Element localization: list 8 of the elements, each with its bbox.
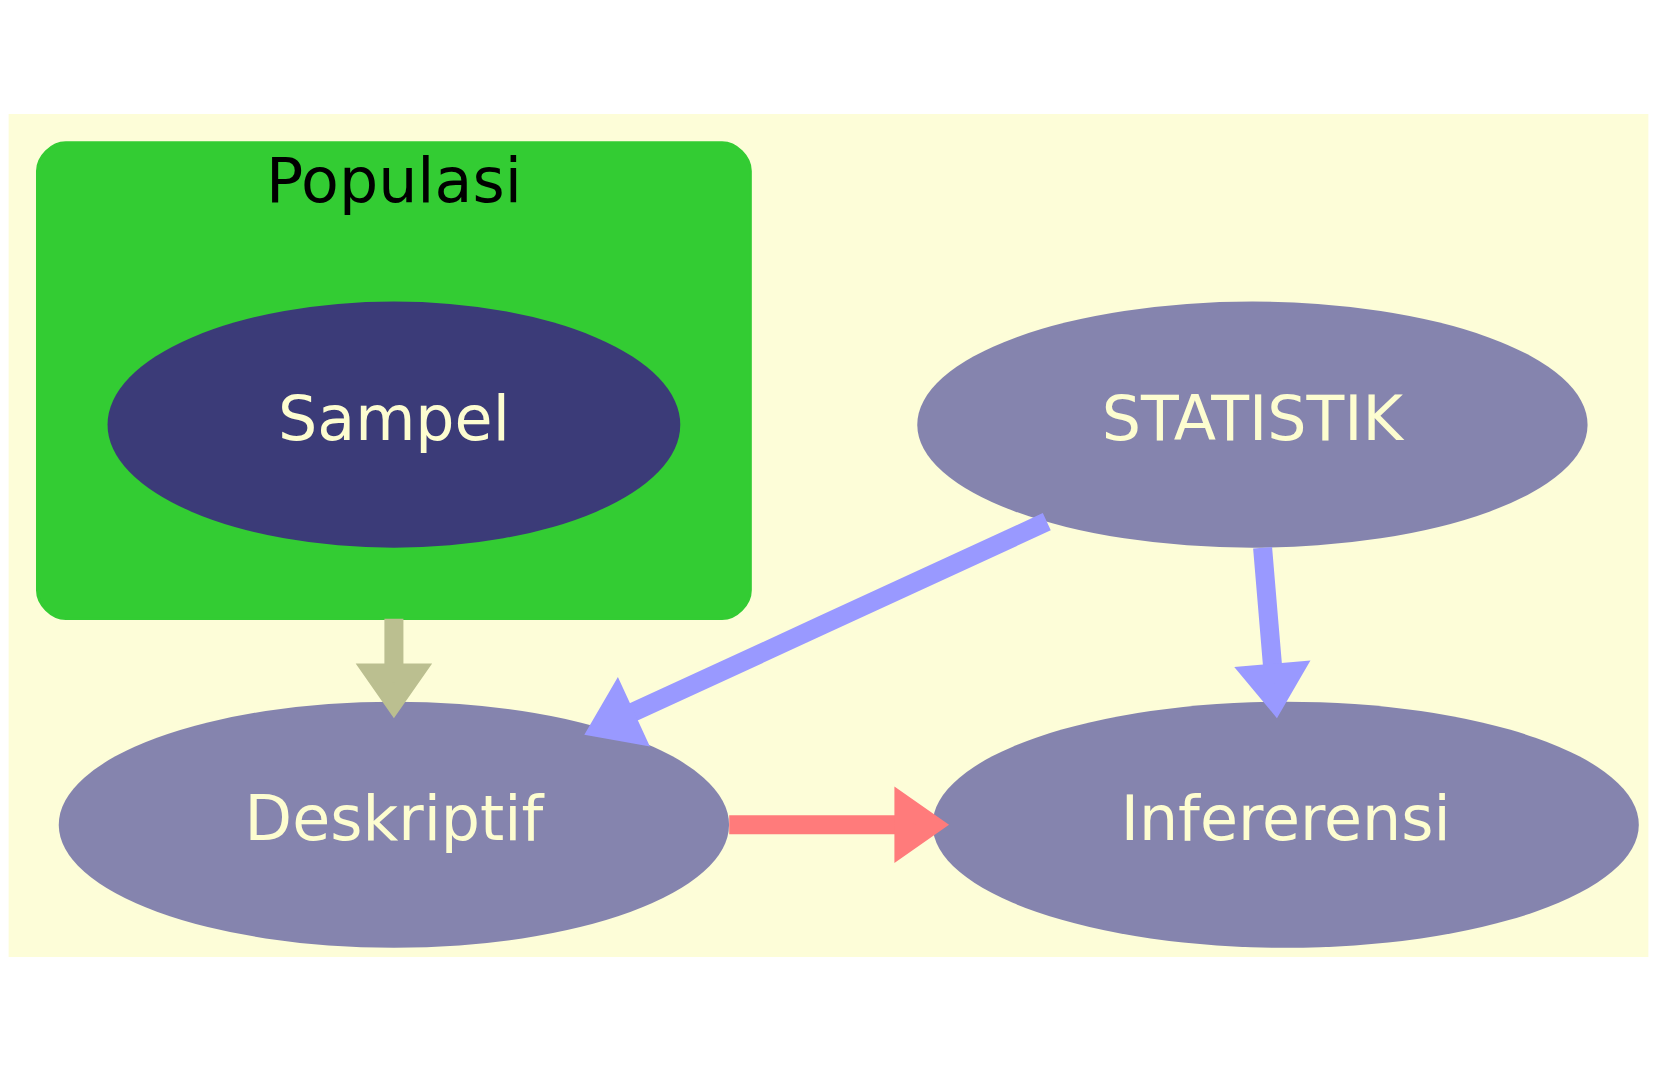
arrow xyxy=(729,786,950,863)
node-ellipse: Sampel xyxy=(107,301,681,548)
arrow xyxy=(584,513,1051,747)
node-ellipse: Infererensi xyxy=(932,701,1639,948)
arrow xyxy=(355,618,433,719)
arrow xyxy=(1234,546,1311,719)
node-ellipse: Deskriptif xyxy=(58,701,730,948)
node-ellipse: STATISTIK xyxy=(917,301,1588,548)
